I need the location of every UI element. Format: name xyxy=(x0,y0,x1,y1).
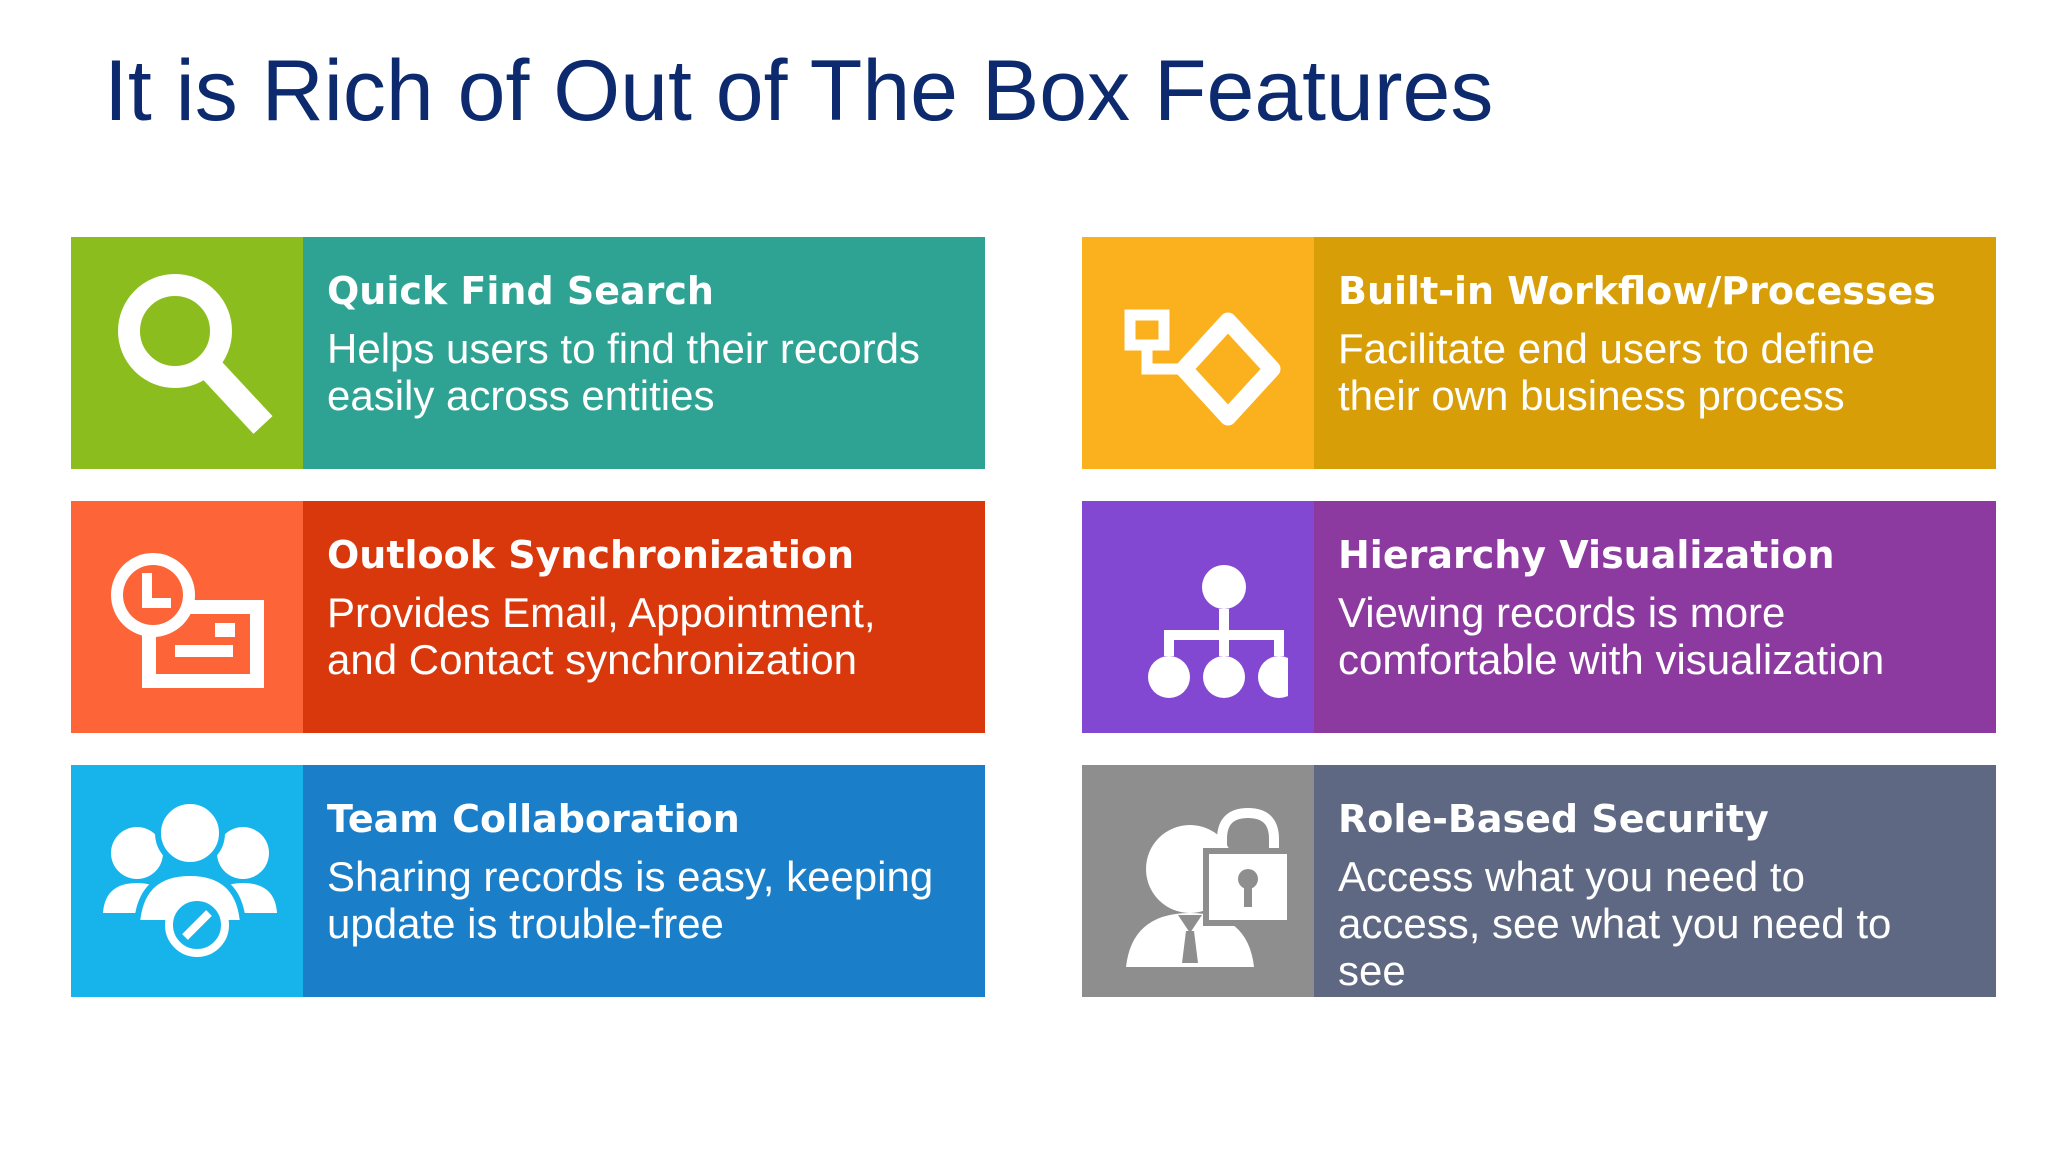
feature-card-role-based-security: Role-Based Security Access what you need… xyxy=(1082,765,1996,997)
feature-card-team-collaboration: Team Collaboration Sharing records is ea… xyxy=(71,765,985,997)
icon-box xyxy=(1082,765,1314,997)
card-title: Outlook Synchronization xyxy=(327,533,855,577)
text-box: Outlook Synchronization Provides Email, … xyxy=(303,501,985,733)
search-icon xyxy=(118,274,273,434)
card-description: Viewing records is more comfortable with… xyxy=(1338,588,1885,683)
card-title: Hierarchy Visualization xyxy=(1338,533,1835,577)
security-icon xyxy=(1126,807,1288,967)
card-title: Team Collaboration xyxy=(327,797,740,841)
outlook-sync-icon xyxy=(111,553,264,688)
text-box: Built-in Workflow/Processes Facilitate e… xyxy=(1314,237,1996,469)
text-box: Role-Based Security Access what you need… xyxy=(1314,765,1996,997)
feature-card-quick-find-search: Quick Find Search Helps users to find th… xyxy=(71,237,985,469)
card-description: Access what you need to access, see what… xyxy=(1338,852,1892,994)
card-description: Provides Email, Appointment, and Contact… xyxy=(327,588,876,683)
card-title: Role-Based Security xyxy=(1338,797,1769,841)
icon-box xyxy=(1082,237,1314,469)
feature-card-outlook-synchronization: Outlook Synchronization Provides Email, … xyxy=(71,501,985,733)
card-description: Sharing records is easy, keeping update … xyxy=(327,852,934,947)
card-description: Facilitate end users to define their own… xyxy=(1338,324,1875,419)
text-box: Hierarchy Visualization Viewing records … xyxy=(1314,501,1996,733)
icon-box xyxy=(71,765,303,997)
card-description: Helps users to find their records easily… xyxy=(327,324,920,419)
card-title: Built-in Workflow/Processes xyxy=(1338,269,1936,313)
workflow-icon xyxy=(1124,309,1281,426)
icon-box xyxy=(71,237,303,469)
icon-box xyxy=(71,501,303,733)
text-box: Quick Find Search Helps users to find th… xyxy=(303,237,985,469)
text-box: Team Collaboration Sharing records is ea… xyxy=(303,765,985,997)
slide-title: It is Rich of Out of The Box Features xyxy=(104,43,1494,139)
card-title: Quick Find Search xyxy=(327,269,714,313)
feature-card-workflow-processes: Built-in Workflow/Processes Facilitate e… xyxy=(1082,237,1996,469)
feature-card-hierarchy-visualization: Hierarchy Visualization Viewing records … xyxy=(1082,501,1996,733)
icon-box xyxy=(1082,501,1314,733)
team-icon xyxy=(103,798,277,957)
hierarchy-icon xyxy=(1148,565,1288,698)
